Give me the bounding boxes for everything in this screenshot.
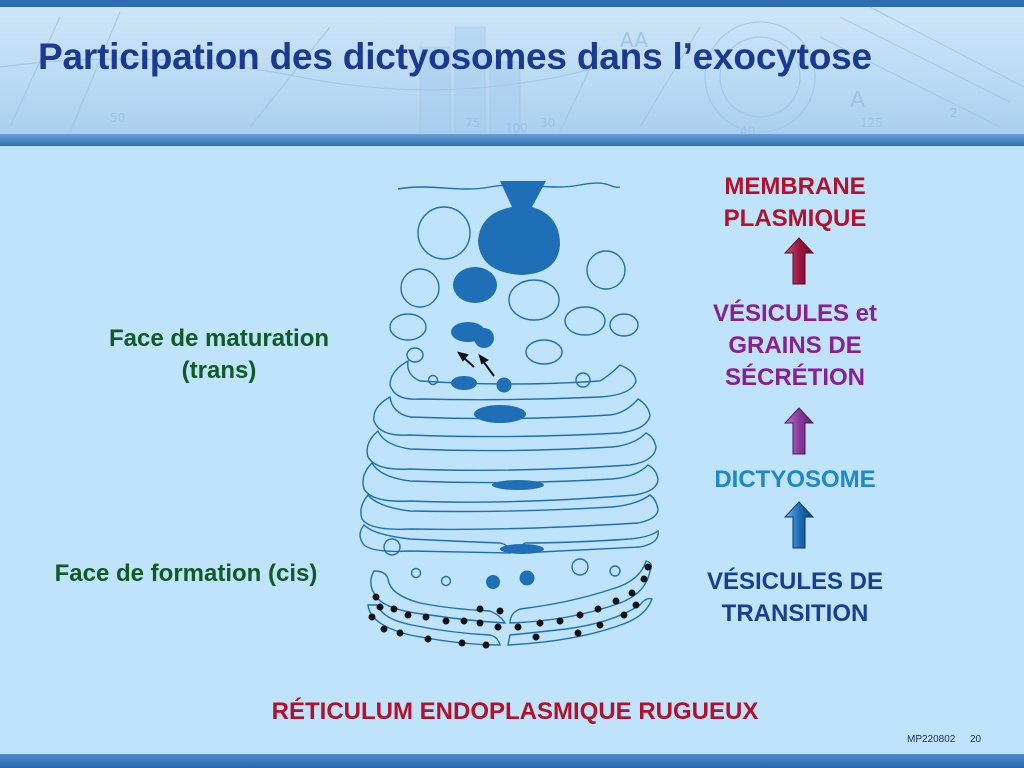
vesicle xyxy=(417,206,471,260)
rer-label: RÉTICULUM ENDOPLASMIQUE RUGUEUX xyxy=(271,698,759,725)
transition-label-line1: VÉSICULES DE xyxy=(706,568,884,595)
transition-label-line2: TRANSITION xyxy=(721,600,869,627)
slide-title: Participation des dictyosomes dans l’exo… xyxy=(38,36,872,77)
trans-label-line2: (trans) xyxy=(181,357,257,384)
vesicle xyxy=(609,313,639,337)
rer-membrane xyxy=(509,560,653,624)
arrowhead xyxy=(456,351,469,362)
cisterna-lumen xyxy=(492,480,544,490)
cisterna xyxy=(362,461,659,503)
vesicle xyxy=(525,339,563,365)
vesicle xyxy=(389,313,427,341)
transition-vesicle xyxy=(486,575,500,589)
vesicules-label-line2: GRAINS DE xyxy=(728,332,862,359)
secretory-granule xyxy=(451,376,477,390)
secretory-granule xyxy=(474,328,494,348)
footer-code: MP220802 xyxy=(907,734,956,745)
svg-text:AA: AA xyxy=(620,28,648,52)
svg-text:125: 125 xyxy=(860,116,883,130)
golgi-diagram xyxy=(359,181,659,649)
vesicules-label-line3: SÉCRÉTION xyxy=(724,364,865,391)
vesicle xyxy=(410,567,422,579)
vesicle xyxy=(609,565,621,577)
vesicle xyxy=(508,279,560,321)
svg-text:50: 50 xyxy=(110,111,125,125)
vesicle xyxy=(406,347,424,363)
dictyosome-label: DICTYOSOME xyxy=(714,466,876,493)
exocytosis-vesicle xyxy=(478,181,560,275)
rer-membrane xyxy=(507,597,653,646)
vesicle xyxy=(400,268,440,308)
transition-vesicle xyxy=(519,570,535,586)
up-arrow-purple xyxy=(784,407,814,455)
cisterna-lumen xyxy=(500,544,544,554)
vesicle xyxy=(383,538,401,556)
secretory-granule xyxy=(496,377,512,393)
svg-text:40: 40 xyxy=(740,124,755,135)
rer-membrane xyxy=(370,570,507,624)
cis-face-label: Face de formation (cis) xyxy=(54,560,318,587)
vesicules-label-line1: VÉSICULES et xyxy=(712,300,878,327)
svg-text:100: 100 xyxy=(505,121,528,135)
vesicle xyxy=(571,558,589,576)
vesicle xyxy=(575,372,591,388)
membrane-label-line1: MEMBRANE xyxy=(724,173,866,200)
secretory-granule xyxy=(453,267,497,303)
trans-label-line1: Face de maturation xyxy=(108,325,330,352)
vesicle xyxy=(564,306,606,336)
cisterna xyxy=(366,429,657,472)
vesicle-arrow xyxy=(482,360,495,377)
cisterna xyxy=(360,493,659,531)
up-arrow-blue xyxy=(784,501,814,549)
trans-face-label: Face de maturation (trans) xyxy=(80,323,358,387)
cisterna xyxy=(389,359,637,401)
header-bottom-bar xyxy=(0,134,1024,146)
header-top-bar xyxy=(0,0,1024,7)
svg-text:75: 75 xyxy=(465,116,480,130)
vesicle xyxy=(427,374,439,386)
svg-text:2: 2 xyxy=(950,106,958,120)
vesicules-secretion-label: VÉSICULES et GRAINS DE SÉCRÉTION xyxy=(680,298,910,394)
arrowhead xyxy=(478,353,489,365)
up-arrow-red xyxy=(784,237,814,285)
slide-header: 50 75 100 30 40 125 2 AA A Participation… xyxy=(0,0,1024,146)
footer-bar xyxy=(0,754,1024,768)
header-decoration: 50 75 100 30 40 125 2 AA A xyxy=(0,7,1024,135)
membrane-label-line2: PLASMIQUE xyxy=(723,205,867,232)
cisterna xyxy=(373,395,651,438)
svg-text:30: 30 xyxy=(540,116,555,130)
vesicules-transition-label: VÉSICULES DE TRANSITION xyxy=(680,566,910,630)
svg-text:A: A xyxy=(850,88,865,113)
vesicle xyxy=(440,575,452,587)
vesicle xyxy=(586,250,626,290)
membrane-label: MEMBRANE PLASMIQUE xyxy=(690,171,900,235)
page-number: 20 xyxy=(970,734,982,745)
rer-membrane xyxy=(367,604,501,646)
secretory-granule xyxy=(474,405,526,423)
